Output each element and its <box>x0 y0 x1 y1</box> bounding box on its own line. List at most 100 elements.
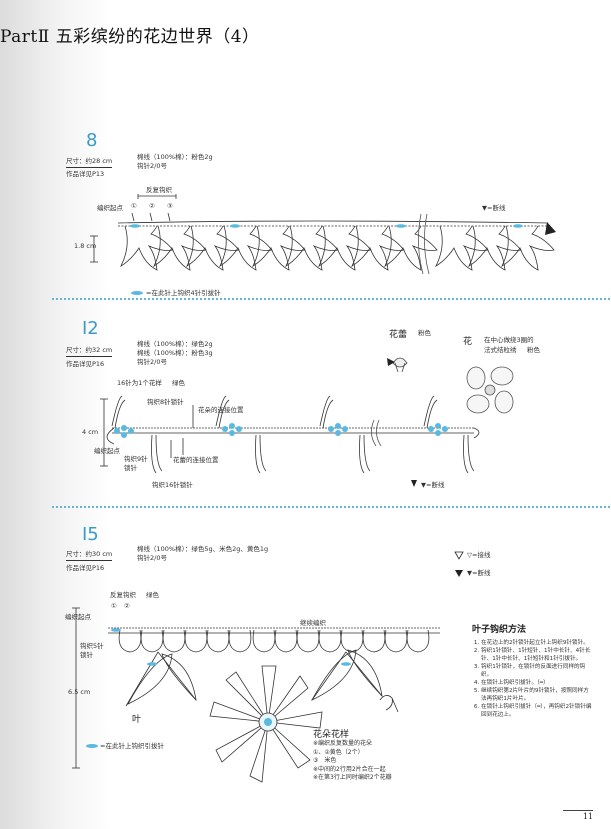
pattern-8-size: 尺寸：约28 cm <box>66 157 113 168</box>
pattern-12-flower-large <box>466 366 514 414</box>
pattern-8-legend: =在此针上钩织4针引拔针 <box>146 289 221 297</box>
pattern-15-arches-left <box>118 629 252 653</box>
pattern-8-mark-1: ① <box>131 202 137 210</box>
pattern-15-chain5b: 锁针 <box>80 651 93 659</box>
leaf-method-step: 继续钩织第2片叶片的9针锁针，按照同样方法再钩织1片叶片。 <box>481 687 592 703</box>
pattern-12-bud-label: 花蕾 <box>389 330 408 340</box>
pattern-12-start: 编织起点 <box>94 447 120 455</box>
pattern-15-repeat: 反复钩织 <box>110 591 136 599</box>
pattern-15-blue-slip-marks <box>111 628 351 726</box>
section-divider <box>52 506 610 508</box>
pattern-12-up-frill-1 <box>111 395 126 429</box>
pattern-12-height: 4 cm <box>82 428 99 436</box>
page-number: 11 <box>563 810 593 821</box>
pattern-12-down-frill-4 <box>463 434 475 474</box>
pattern-15-mark-1: ① <box>111 602 117 610</box>
pattern-12-needle: 钩针2/0号 <box>137 358 167 366</box>
pattern-8-break-mark <box>418 213 430 275</box>
pattern-8-cut-label: ▼=断线 <box>482 204 506 212</box>
pattern-15-height: 6.5 cm <box>68 688 91 696</box>
pattern-12-flower-motifs <box>114 423 448 438</box>
pattern-15-leaves-right <box>311 649 383 701</box>
pattern-8-ref: 作品详见P13 <box>66 170 105 178</box>
pattern-15-needle: 钩针2/0号 <box>137 554 167 562</box>
pattern-12-number: I2 <box>82 318 99 339</box>
pattern-12-bud-join: 花蕾的连接位置 <box>173 456 219 464</box>
pattern-12-cut-label: ▼=断线 <box>421 481 445 489</box>
pattern-12-down-frill-2 <box>255 434 267 474</box>
pattern-15-flower-title: 花朵花样 <box>313 730 350 740</box>
flower-note-line: ※在第3行上同时编织2个花瓣 <box>313 774 392 781</box>
pattern-15-mark-2: ② <box>124 602 130 610</box>
pattern-15-cut-marker <box>455 570 463 577</box>
pattern-8-height: 1.8 cm <box>74 242 97 250</box>
pattern-12-yarn-2: 棉线（100%棉）：粉色3g <box>137 349 213 357</box>
pattern-12-size: 尺寸：约32 cm <box>66 346 113 357</box>
flower-note-line: ①、②黄色（2个） <box>313 748 364 756</box>
pattern-8-diagram <box>90 194 555 275</box>
leaf-method-step: 钩织1针锁针、1针短针、1针中长针、4针长针、1针中长针、1针短针和1针引拔针。 <box>481 647 592 663</box>
pattern-15-attach-marker <box>454 551 464 560</box>
pattern-12-down-frill-1 <box>151 434 163 474</box>
pattern-12-yarn-1: 棉线（100%棉）：绿色2g <box>137 340 213 348</box>
pattern-15-cut-label: ▼=断线 <box>467 569 491 577</box>
leaf-method-step: 在锁针上钩织引拔针。（━） <box>481 679 592 687</box>
pattern-8-mark-2: ② <box>149 202 155 210</box>
pattern-15-ref: 作品详见P16 <box>66 564 105 572</box>
pattern-15-flower-notes: ※编织反复数量的花朵 ①、②黄色（2个） ③ 米色 ※中间的2行用2片合在一起 … <box>313 740 392 783</box>
pattern-15-repeat-color: 绿色 <box>146 591 159 599</box>
pattern-12-chain9: 钩织9针 <box>124 455 148 463</box>
pattern-15-leaf-stems <box>125 651 383 707</box>
pattern-15-legend-symbol <box>86 744 98 748</box>
pattern-8-mark-3: ③ <box>167 202 173 210</box>
pattern-12-diagram <box>100 395 480 474</box>
pattern-12-repeat-color: 绿色 <box>172 379 185 387</box>
pattern-12-flower-color: 粉色 <box>527 346 540 354</box>
pattern-15-chain5: 钩织5针 <box>80 642 104 650</box>
pattern-12-down-frill-3 <box>359 434 371 474</box>
pattern-8-start-label: 编织起点 <box>97 204 123 212</box>
pattern-12-flower-label: 花 <box>463 337 473 347</box>
pattern-15-size: 尺寸：约30 cm <box>66 550 113 561</box>
pattern-8-leaf-repeats <box>120 225 555 271</box>
flower-note-line: ※编织反复数量的花朵 <box>313 740 373 747</box>
page-title: PartⅡ 五彩缤纷的花边世界（4） <box>0 27 260 47</box>
pattern-12-up-frill-4 <box>423 395 438 429</box>
pattern-15-leaf-label: 叶 <box>132 715 142 725</box>
pattern-12-chain-label: 钩织8针锁针 <box>147 398 184 406</box>
leaf-method-step: 在锁针上钩织引拔针（━），再钩织2针锁针编回到花边上。 <box>481 703 592 719</box>
pattern-12-up-frill-3 <box>319 395 334 429</box>
pattern-12-up-frill-2 <box>215 395 230 429</box>
pattern-12-chain16: 钩织16针锁针 <box>152 481 193 489</box>
leaf-method-box: 叶子钩织方法 在花边上的2针锁针起立针上钩织9针锁针。 钩织1针锁针、1针短针、… <box>472 622 592 719</box>
pattern-8-yarn: 棉线（100%棉）：粉色2g <box>137 153 213 161</box>
section-divider <box>52 298 610 300</box>
pattern-15-legend: =在此针上钩织引拔针 <box>100 742 164 750</box>
pattern-15-yarn: 棉线（100%棉）：绿色5g、米色2g、黄色1g <box>137 545 269 553</box>
pattern-15-continue: 继续编织 <box>300 619 326 627</box>
pattern-15-attach-label: ▽=接线 <box>467 551 491 559</box>
flower-note-line: ※中间的2行用2片合在一起 <box>313 765 386 773</box>
pattern-12-bud <box>392 357 408 373</box>
pattern-12-chain9b: 锁针 <box>124 464 137 472</box>
leaf-method-step: 在花边上的2针锁针起立针上钩织9针锁针。 <box>481 639 592 647</box>
pattern-15-leaves-left <box>127 653 197 705</box>
pattern-12-cut-marker <box>411 480 417 487</box>
pattern-8-slip-marks <box>130 224 523 228</box>
pattern-15-number: I5 <box>82 524 99 545</box>
pattern-12-flower-note-1: 在中心做绕3圈的 <box>484 336 534 344</box>
leaf-method-step: 钩织1针锁针，在锁针的反面进行同样的钩织。 <box>481 663 592 679</box>
pattern-12-flower-join: 花朵的连接位置 <box>198 406 244 414</box>
pattern-8-needle: 钩针2/0号 <box>137 162 167 170</box>
pattern-8-number: 8 <box>86 130 98 151</box>
pattern-12-ref: 作品详见P16 <box>66 360 105 368</box>
pattern-15-start: 编织起点 <box>65 613 91 621</box>
pattern-8-end-marker <box>545 222 556 235</box>
flower-note-line: ③ 米色 <box>313 757 337 764</box>
pattern-12-repeat: 16针为1个花样 <box>117 379 162 387</box>
pattern-8-legend-symbol <box>131 291 143 295</box>
pattern-12-bud-color: 粉色 <box>418 329 431 337</box>
leaf-method-steps: 在花边上的2针锁针起立针上钩织9针锁针。 钩织1针锁针、1针短针、1针中长针、4… <box>472 639 592 719</box>
pattern-8-repeat-label: 反复钩织 <box>146 186 172 194</box>
